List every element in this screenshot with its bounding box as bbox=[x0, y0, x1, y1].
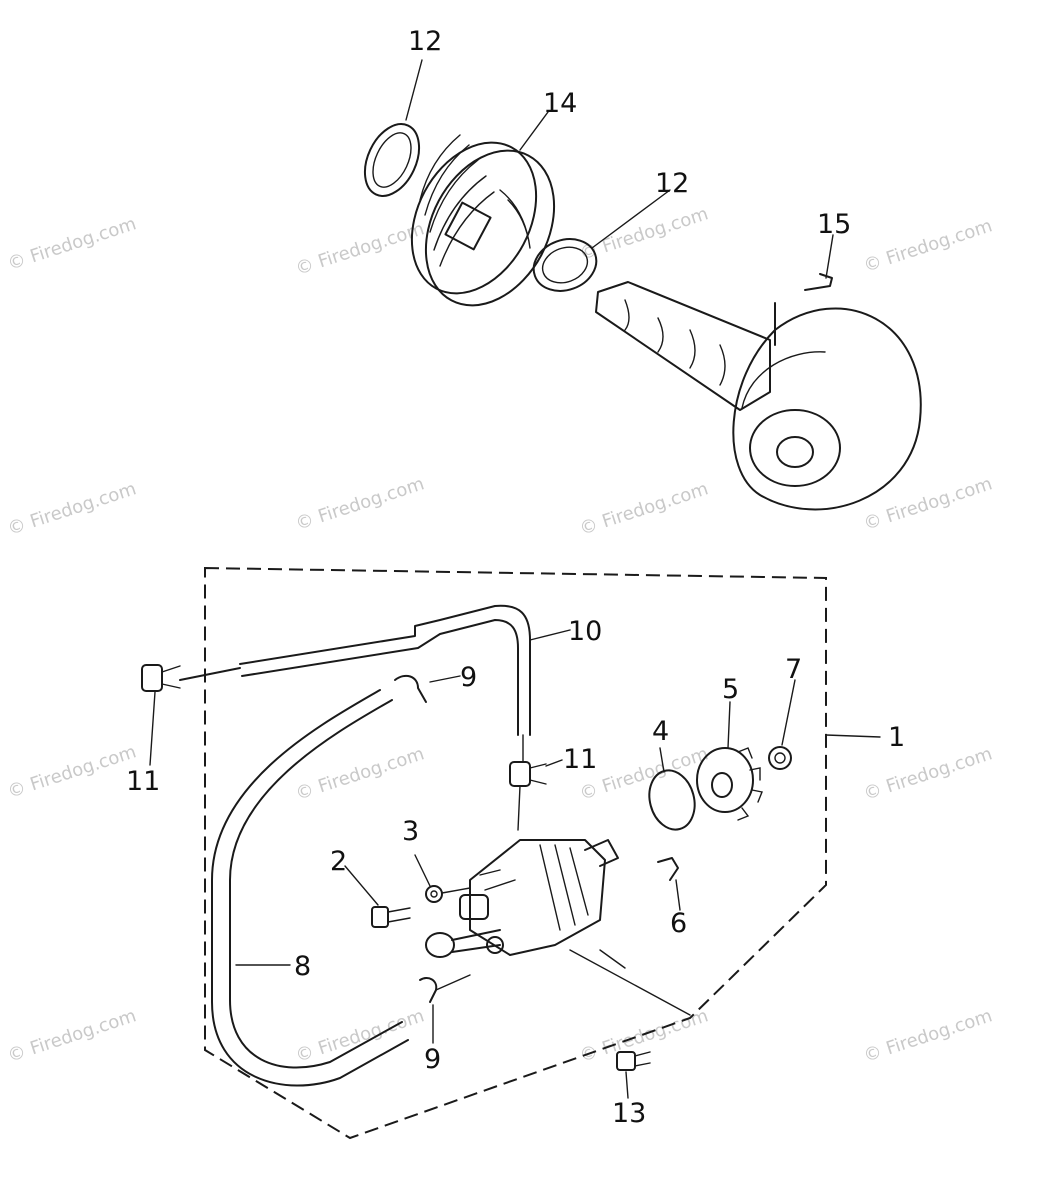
callout-3: 3 bbox=[402, 816, 419, 847]
watermark-5: © Firedog.com bbox=[5, 478, 139, 539]
drive-gear-5 bbox=[696, 747, 763, 821]
callout-1: 1 bbox=[888, 722, 905, 753]
callout-15: 15 bbox=[817, 209, 851, 240]
callout-13: 13 bbox=[612, 1098, 646, 1129]
watermark-8: © Firedog.com bbox=[861, 473, 995, 534]
bolt-13 bbox=[616, 1051, 651, 1071]
callout-labels: 12 14 12 15 10 9 11 11 4 5 7 1 3 2 6 8 9… bbox=[126, 26, 905, 1129]
watermark-13: © Firedog.com bbox=[5, 1005, 139, 1066]
washer-7 bbox=[768, 746, 792, 770]
callout-5: 5 bbox=[722, 674, 739, 705]
watermark-3: © Firedog.com bbox=[577, 203, 711, 264]
watermark-14: © Firedog.com bbox=[293, 1005, 427, 1066]
watermark-6: © Firedog.com bbox=[293, 473, 427, 534]
ring-clip-12-right bbox=[532, 238, 598, 292]
watermark-1: © Firedog.com bbox=[5, 213, 139, 274]
pin-6 bbox=[657, 857, 679, 881]
mounting-lines bbox=[569, 949, 691, 1016]
watermark-15: © Firedog.com bbox=[577, 1005, 711, 1066]
hose-clamp-11-center bbox=[509, 734, 547, 831]
washer-3 bbox=[425, 885, 471, 903]
watermark-4: © Firedog.com bbox=[861, 215, 995, 276]
callout-12-left: 12 bbox=[408, 26, 442, 57]
upper-leader-lines bbox=[405, 59, 834, 279]
callout-6: 6 bbox=[670, 908, 687, 939]
callout-9-bottom: 9 bbox=[424, 1044, 441, 1075]
watermarks: © Firedog.com © Firedog.com © Firedog.co… bbox=[5, 203, 995, 1066]
watermark-16: © Firedog.com bbox=[861, 1005, 995, 1066]
clutch-drum-14 bbox=[410, 134, 556, 307]
oil-pump-body bbox=[425, 839, 619, 958]
watermark-10: © Firedog.com bbox=[293, 743, 427, 804]
callout-4: 4 bbox=[652, 716, 669, 747]
ring-clip-12-left bbox=[363, 123, 421, 197]
callout-14: 14 bbox=[543, 88, 577, 119]
assembly-boundary-box bbox=[204, 566, 827, 1140]
callout-10: 10 bbox=[568, 616, 602, 647]
watermark-12: © Firedog.com bbox=[861, 743, 995, 804]
banjo-bolt-2 bbox=[371, 906, 411, 928]
hose-8 bbox=[211, 689, 409, 1087]
hose-clip-9-bottom bbox=[419, 974, 471, 1003]
crank-shaft-flywheel bbox=[595, 281, 922, 511]
callout-11-left: 11 bbox=[126, 766, 160, 797]
hose-clamp-11-left bbox=[141, 664, 181, 692]
oil-pipe-10 bbox=[179, 604, 531, 736]
callout-7: 7 bbox=[785, 654, 802, 685]
callout-8: 8 bbox=[294, 951, 311, 982]
callout-2: 2 bbox=[330, 846, 347, 877]
watermark-9: © Firedog.com bbox=[5, 741, 139, 802]
callout-9-top: 9 bbox=[460, 662, 477, 693]
hose-clip-9-top bbox=[394, 674, 427, 703]
watermark-7: © Firedog.com bbox=[577, 478, 711, 539]
callout-12-right: 12 bbox=[655, 168, 689, 199]
callout-11-center: 11 bbox=[563, 744, 597, 775]
lower-leader-lines bbox=[149, 629, 881, 1099]
watermark-2: © Firedog.com bbox=[293, 218, 427, 279]
